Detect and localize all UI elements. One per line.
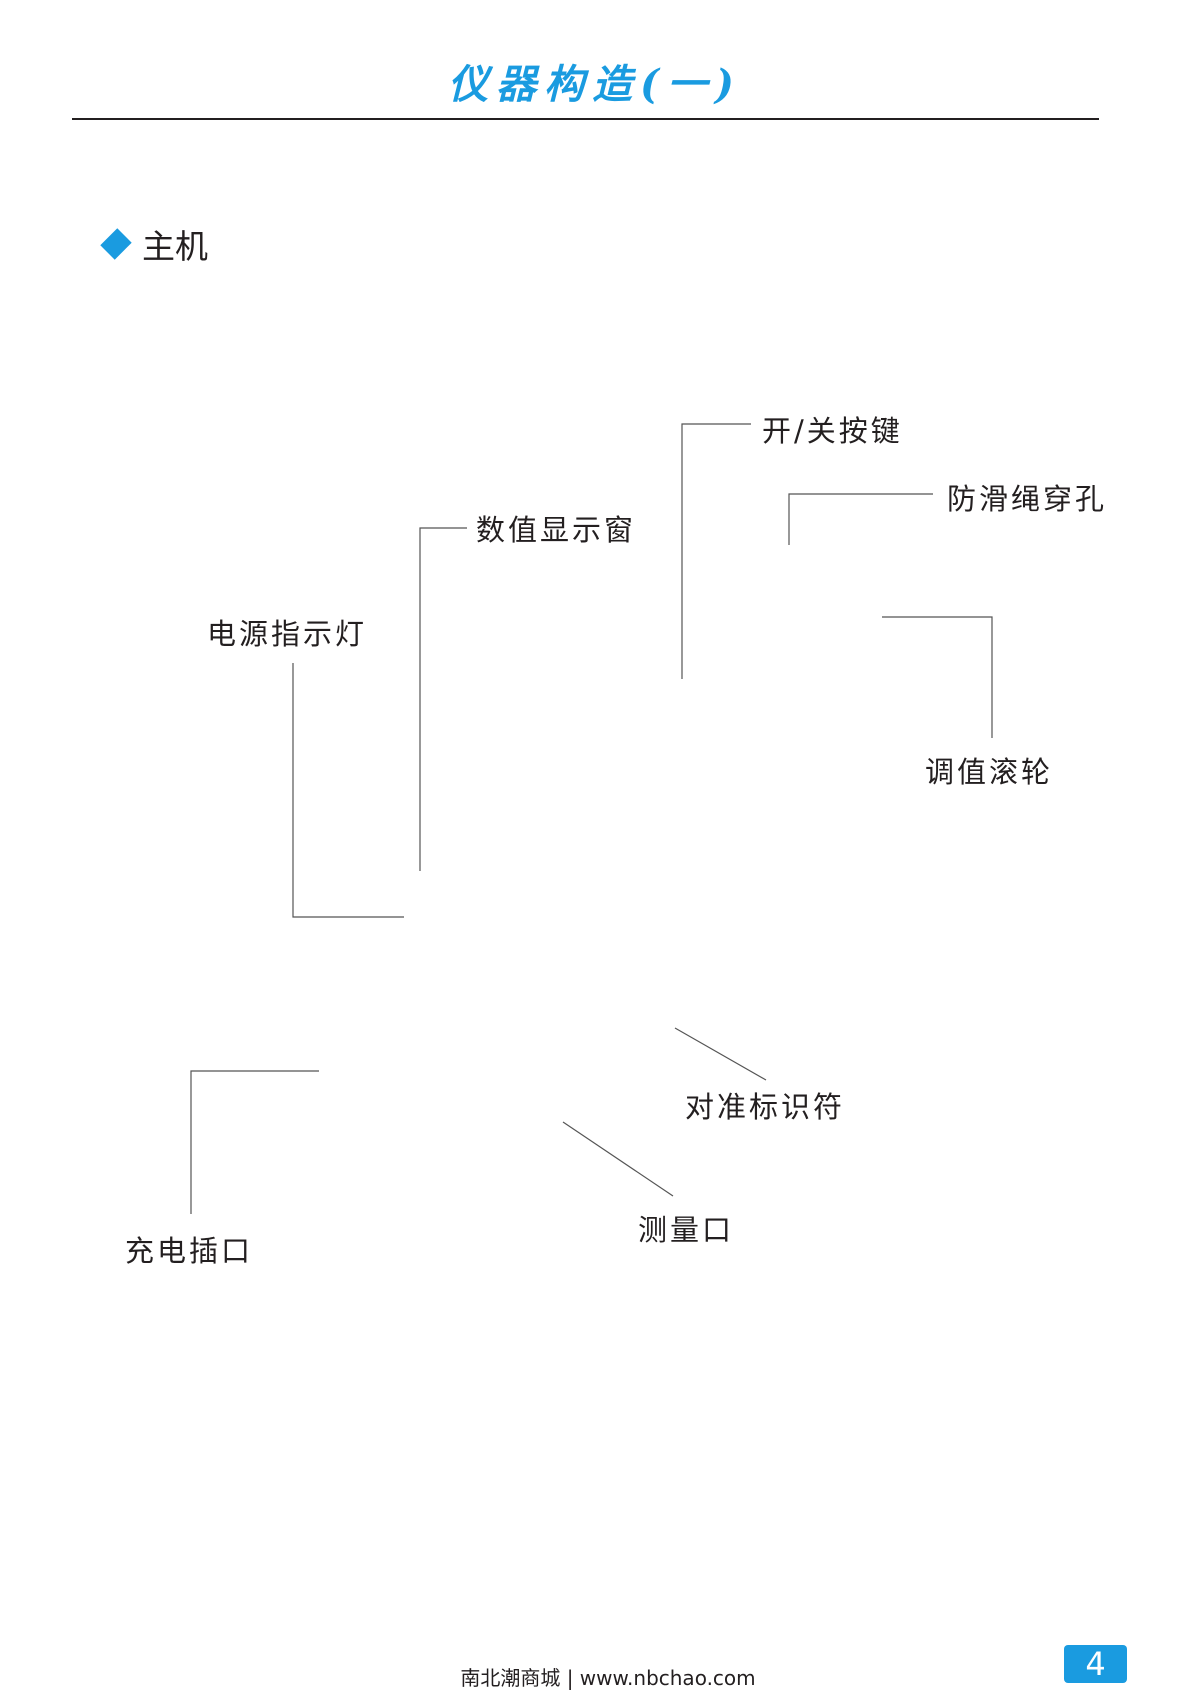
label-measure-port: 测量口 (638, 1213, 735, 1247)
page-number-badge: 4 (1064, 1645, 1127, 1683)
footer-text: 南北潮商城 | www.nbchao.com (460, 1666, 756, 1690)
label-strap-hole: 防滑绳穿孔 (947, 482, 1108, 516)
callout-line-adjust-wheel (882, 616, 993, 738)
callout-line-alignment-mark (674, 1027, 767, 1081)
label-charge-port: 充电插口 (125, 1234, 254, 1268)
callout-line-measure-port (562, 1121, 674, 1197)
callout-line-strap-hole (788, 493, 933, 545)
label-display: 数值显示窗 (476, 513, 637, 547)
label-power-light: 电源指示灯 (207, 617, 368, 651)
callout-line-display (419, 527, 467, 871)
page-title: 仪器构造(一) (448, 61, 742, 108)
section-title: 主机 (142, 227, 208, 266)
label-adjust-wheel: 调值滚轮 (925, 755, 1054, 789)
callout-line-charge-port (190, 1070, 319, 1214)
header-divider (72, 118, 1099, 120)
section-heading: 主机 (100, 220, 208, 268)
callout-line-power-key (681, 423, 751, 679)
label-power-key: 开/关按键 (762, 414, 903, 448)
callout-line-power-light (292, 663, 404, 918)
label-alignment-mark: 对准标识符 (685, 1090, 846, 1124)
